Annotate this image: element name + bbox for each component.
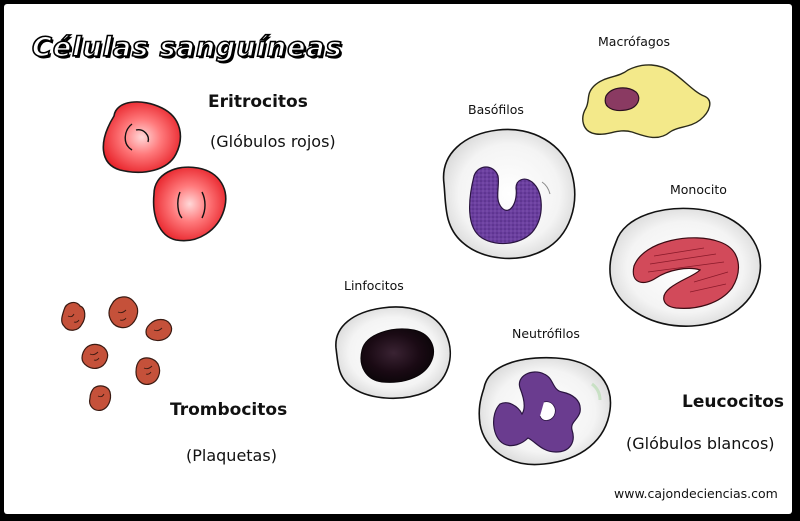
illustration-canvas: Células sanguíneas Eritrocitos (Glóbulos…	[4, 4, 792, 514]
erythrocyte-cell	[102, 101, 182, 174]
label-trombocitos: Trombocitos	[170, 400, 288, 420]
monocyte-cell	[609, 207, 762, 327]
label-eritrocitos: Eritrocitos	[208, 92, 308, 112]
label-linfocitos: Linfocitos	[344, 278, 404, 293]
neutrophil-cell	[478, 356, 612, 466]
label-leucocitos: Leucocitos	[682, 392, 785, 412]
erythrocyte-cell	[152, 166, 227, 242]
source-url[interactable]: www.cajondeciencias.com	[614, 486, 778, 501]
platelets-group	[61, 296, 173, 411]
label-neutrofilos: Neutrófilos	[512, 326, 580, 341]
label-basofilos: Basófilos	[468, 102, 524, 117]
label-globulos-rojos: (Glóbulos rojos)	[210, 132, 336, 151]
label-monocito: Monocito	[670, 182, 727, 197]
page-title: Células sanguíneas	[31, 31, 343, 64]
label-globulos-blancos: (Glóbulos blancos)	[626, 434, 775, 453]
label-plaquetas: (Plaquetas)	[186, 446, 277, 465]
lymphocyte-cell	[335, 306, 451, 400]
basophil-cell	[442, 128, 576, 260]
label-macrofagos: Macrófagos	[598, 34, 670, 49]
macrophage-cell	[582, 64, 711, 139]
cells-illustration	[61, 64, 762, 466]
